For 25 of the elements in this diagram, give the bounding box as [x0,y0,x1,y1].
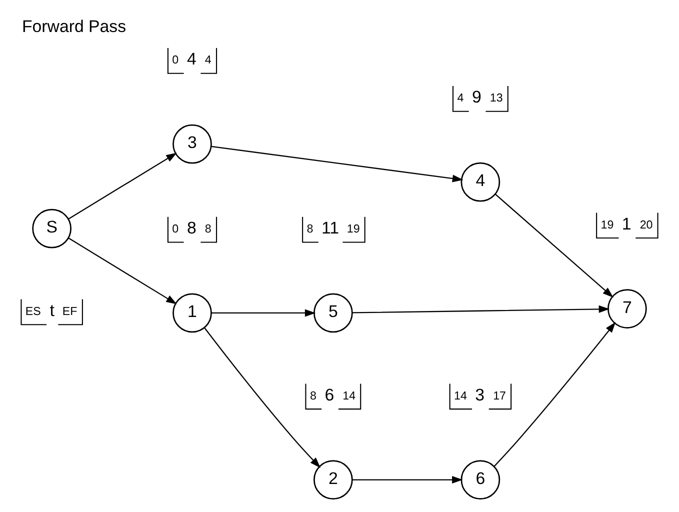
node-label: 8 [310,388,316,402]
node-label: 4 [204,53,212,66]
node-label: 0 [172,222,179,236]
node-label: 17 [493,388,506,402]
label: t [50,300,54,320]
node-label: 14 [342,388,356,402]
node-label: 4 [186,49,196,68]
node-label: 8 [306,222,314,236]
node-label: 8 [186,218,196,238]
node-label: 19 [600,218,614,231]
node-label: 14 [454,388,467,402]
node-label: 4 [457,91,464,104]
node-label: 19 [346,222,360,236]
node-label: 0 [172,53,179,66]
node-label: 6 [324,384,334,404]
node-label: 11 [322,218,340,238]
node-label: 9 [472,87,482,106]
node-label: 8 [204,222,212,236]
diagram-title: Forward Pass [22,16,126,36]
node-label: 3 [475,384,485,404]
label: ES [25,304,41,318]
label: EF [62,304,78,318]
node-label: 13 [490,91,503,104]
node-label: 1 [622,214,632,233]
node-label: 20 [640,218,653,231]
